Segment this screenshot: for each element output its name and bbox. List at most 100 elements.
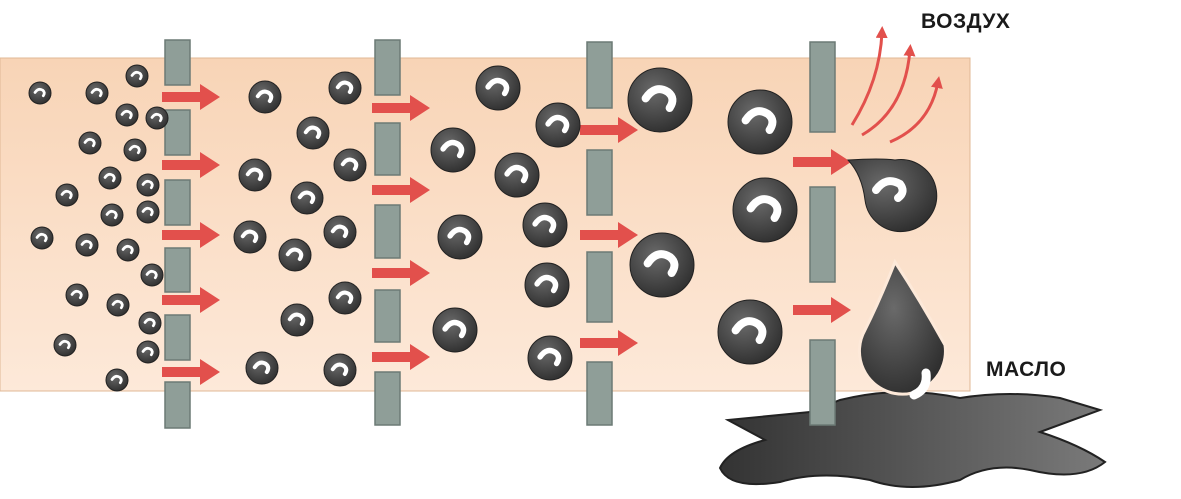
oil-droplet — [333, 148, 367, 182]
oil-droplet — [65, 283, 89, 307]
falling-oil-drop — [857, 258, 947, 396]
oil-droplet — [78, 131, 102, 155]
oil-droplet — [106, 293, 130, 317]
droplet-highlight — [90, 87, 103, 98]
filter-element — [809, 186, 836, 283]
oil-droplet — [323, 215, 357, 249]
oil-droplet — [55, 183, 79, 207]
filter-element — [809, 339, 836, 426]
droplet-highlight — [442, 319, 467, 339]
filter-element — [164, 381, 191, 429]
droplet-highlight — [731, 317, 767, 344]
oil-droplet — [245, 351, 279, 385]
oil-droplet — [136, 173, 160, 197]
oil-droplet — [296, 116, 330, 150]
droplet-highlight — [643, 250, 679, 277]
droplet-highlight — [240, 229, 259, 243]
flow-arrow-icon — [372, 95, 430, 121]
droplet-highlight — [485, 77, 510, 97]
droplet-highlight — [741, 107, 777, 134]
droplet-highlight — [121, 244, 134, 255]
droplet-highlight — [58, 339, 71, 350]
air-label: ВОЗДУХ — [921, 10, 1011, 33]
oil-droplet — [138, 311, 162, 335]
oil-droplet — [629, 232, 695, 298]
air-flow-arrow-icon — [850, 26, 888, 126]
oil-droplet — [30, 226, 54, 250]
oil-droplet — [323, 353, 357, 387]
oil-droplet — [123, 138, 147, 162]
flow-arrow-icon — [580, 222, 638, 248]
droplet-highlight — [141, 179, 154, 190]
filter-element — [164, 314, 191, 361]
air-flow-arrow-icon — [861, 44, 916, 137]
filter-element — [164, 39, 191, 86]
flow-arrow-icon — [372, 344, 430, 370]
oil-droplet — [233, 220, 267, 254]
flow-arrow-icon — [793, 297, 851, 323]
filter-element — [164, 247, 191, 293]
droplet-highlight — [447, 226, 472, 246]
droplet-highlight — [285, 247, 304, 261]
oil-droplet — [328, 281, 362, 315]
droplet-highlight — [130, 70, 143, 81]
flow-arrow-icon — [162, 359, 220, 385]
oil-droplet — [280, 303, 314, 337]
droplet-highlight — [641, 85, 677, 112]
oil-droplet — [136, 340, 160, 364]
filter-element — [586, 361, 613, 426]
droplet-highlight — [33, 87, 46, 98]
oil-droplet — [105, 368, 129, 392]
droplet-highlight — [746, 195, 782, 222]
droplet-highlight — [60, 189, 73, 200]
droplet-highlight — [245, 167, 264, 181]
droplet-highlight — [35, 232, 48, 243]
flow-arrow-icon — [162, 152, 220, 178]
oil-droplet — [278, 238, 312, 272]
oil-droplet — [717, 299, 783, 365]
droplet-highlight — [80, 239, 93, 250]
oil-droplet — [290, 181, 324, 215]
oil-droplet — [140, 263, 164, 287]
oil-droplet — [475, 65, 521, 111]
filter-element — [164, 179, 191, 226]
droplet-highlight — [120, 109, 133, 120]
oil-droplet — [430, 127, 476, 173]
oil-droplet — [494, 152, 540, 198]
merging-oil-drop — [846, 158, 938, 233]
droplet-highlight — [340, 157, 359, 171]
flow-arrow-icon — [162, 222, 220, 248]
oil-droplet — [100, 203, 124, 227]
filter-element — [586, 149, 613, 216]
oil-droplet — [627, 67, 693, 133]
droplet-highlight — [335, 80, 354, 94]
droplet-highlight — [145, 269, 158, 280]
droplet-highlight — [545, 114, 570, 134]
oil-droplet — [85, 81, 109, 105]
flow-arrow-icon — [162, 287, 220, 313]
droplet-highlight — [330, 362, 349, 376]
filter-element — [809, 41, 836, 133]
flow-arrow-icon — [372, 260, 430, 286]
oil-droplet — [524, 262, 570, 308]
oil-droplet — [75, 233, 99, 257]
filter-element — [374, 39, 401, 96]
flow-arrow-icon — [162, 84, 220, 110]
droplet-highlight — [504, 164, 529, 184]
droplet-highlight — [335, 290, 354, 304]
oil-droplet — [727, 89, 793, 155]
droplet-highlight — [252, 360, 271, 374]
oil-droplet — [527, 335, 573, 381]
oil-droplet — [238, 158, 272, 192]
droplet-highlight — [287, 312, 306, 326]
droplet-highlight — [141, 346, 154, 357]
droplet-highlight — [534, 274, 559, 294]
filter-element — [586, 41, 613, 109]
oil-droplet — [28, 81, 52, 105]
flow-arrow-icon — [793, 149, 851, 175]
droplet-highlight — [143, 317, 156, 328]
filter-element — [374, 289, 401, 343]
droplet-highlight — [440, 139, 465, 159]
